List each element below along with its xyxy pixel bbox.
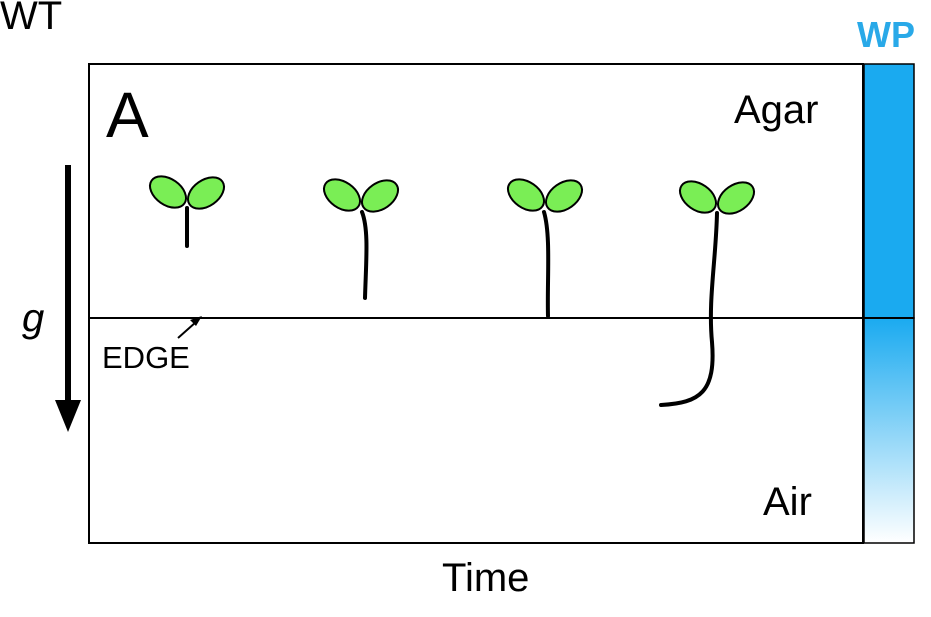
time-axis-label: Time <box>442 556 530 600</box>
seedling-3 <box>506 178 584 318</box>
wt-title: WT <box>0 0 63 38</box>
agar-label: Agar <box>734 88 819 132</box>
main-panel <box>88 63 864 544</box>
wp-bar-agar <box>863 63 915 319</box>
wp-title: WP <box>857 14 915 55</box>
gravity-label: g <box>22 296 45 340</box>
edge-label: EDGE <box>102 340 190 375</box>
seedling-4 <box>659 180 756 407</box>
wp-bar-air <box>863 317 915 544</box>
panel-label: A <box>106 79 149 151</box>
seedling-1 <box>148 175 226 248</box>
air-label: Air <box>763 480 812 524</box>
gravity-arrow <box>55 165 81 432</box>
edge-pointer-arrow <box>177 316 202 339</box>
seedling-2 <box>322 178 400 300</box>
